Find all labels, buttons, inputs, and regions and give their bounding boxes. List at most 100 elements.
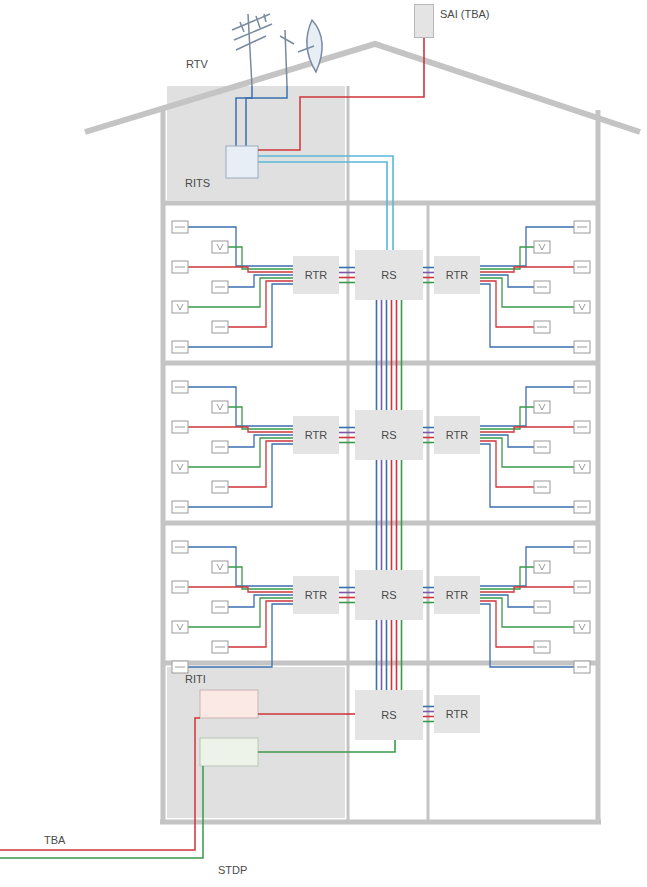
cable [339, 267, 355, 269]
cable-bundle [423, 707, 434, 722]
node-label: RTR [446, 708, 468, 721]
node-label: RTR [305, 269, 327, 282]
riti-room [167, 667, 345, 818]
text-label: TBA [44, 834, 65, 847]
distribution-box: RS [355, 690, 423, 740]
cable [386, 460, 388, 570]
cable [423, 427, 434, 429]
distribution-box: RS [355, 410, 423, 460]
cable [391, 300, 393, 410]
node-label: SAI (TBA) [440, 8, 490, 21]
node-label: RITI [185, 673, 206, 686]
node-label: RTR [446, 589, 468, 602]
tba-terminal [200, 690, 258, 718]
cable [423, 277, 434, 279]
sai-box: SAI (TBA) [414, 4, 524, 40]
cable-bundle [339, 428, 355, 443]
cable-bundle [377, 460, 402, 570]
cable [386, 620, 388, 690]
cable [339, 282, 355, 284]
cable [381, 300, 383, 410]
distribution-box: RS [355, 250, 423, 300]
cable [423, 716, 434, 718]
cable [339, 592, 355, 594]
cable [423, 602, 434, 604]
cable [401, 460, 403, 570]
cable [339, 587, 355, 589]
amplifier-output [258, 155, 345, 157]
node-label: RITS [185, 177, 210, 190]
cable-bundle [423, 428, 434, 443]
node-label: RTR [446, 269, 468, 282]
cable [423, 267, 434, 269]
cable [345, 162, 387, 250]
cable [339, 442, 355, 444]
antenna-cable [246, 86, 287, 146]
outlets [172, 221, 590, 673]
equipment-room: RITS [167, 86, 345, 200]
cable [381, 620, 383, 690]
cable [345, 156, 393, 250]
cable [396, 460, 398, 570]
cable [423, 711, 434, 713]
distribution-box: RTR [434, 695, 480, 733]
cable [386, 300, 388, 410]
cable [381, 460, 383, 570]
cable [339, 432, 355, 434]
cable [423, 272, 434, 274]
amplifier [226, 146, 258, 178]
cable-bundle [345, 156, 393, 250]
floor-slab [163, 521, 598, 526]
cable [345, 713, 355, 715]
cable [339, 602, 355, 604]
cable-bundle [377, 620, 402, 690]
cable-bundle [345, 38, 424, 97]
cable [339, 597, 355, 599]
rits-room [167, 86, 345, 200]
cable [345, 38, 424, 97]
text-label: RTV [186, 58, 208, 71]
antenna-cable [236, 86, 252, 146]
cable [401, 620, 403, 690]
stdp-cable [258, 751, 345, 753]
cable [401, 300, 403, 410]
riser-wall [347, 86, 350, 822]
cable [339, 272, 355, 274]
distribution-box: RTR [434, 576, 480, 614]
node-label: RS [381, 589, 396, 602]
cable [423, 721, 434, 723]
cable [423, 437, 434, 439]
cable [396, 300, 398, 410]
cable [423, 442, 434, 444]
stdp-terminal [200, 738, 258, 766]
cable [339, 437, 355, 439]
node-label: RTR [305, 429, 327, 442]
text-label: STDP [218, 864, 247, 877]
node-label: RS [381, 709, 396, 722]
cable [376, 300, 378, 410]
distribution-box: RTR [434, 256, 480, 294]
cable [423, 706, 434, 708]
node-label: RS [381, 429, 396, 442]
floor-slab [163, 201, 598, 206]
tba-cable [258, 713, 345, 715]
node-label: RTR [305, 589, 327, 602]
floor-slab [163, 661, 598, 666]
sai-feed [258, 97, 345, 150]
floor-slab [163, 361, 598, 366]
equipment-room: RITI [167, 667, 345, 818]
cable-bundle [423, 268, 434, 283]
distribution-box: RTR [293, 256, 339, 294]
distribution-box: RTR [434, 416, 480, 454]
roof [85, 44, 640, 132]
cable [423, 592, 434, 594]
antennas [232, 14, 322, 86]
wall [160, 820, 601, 825]
cable [423, 597, 434, 599]
distribution-box: RS [355, 570, 423, 620]
cable-bundle [423, 588, 434, 603]
cable [376, 460, 378, 570]
